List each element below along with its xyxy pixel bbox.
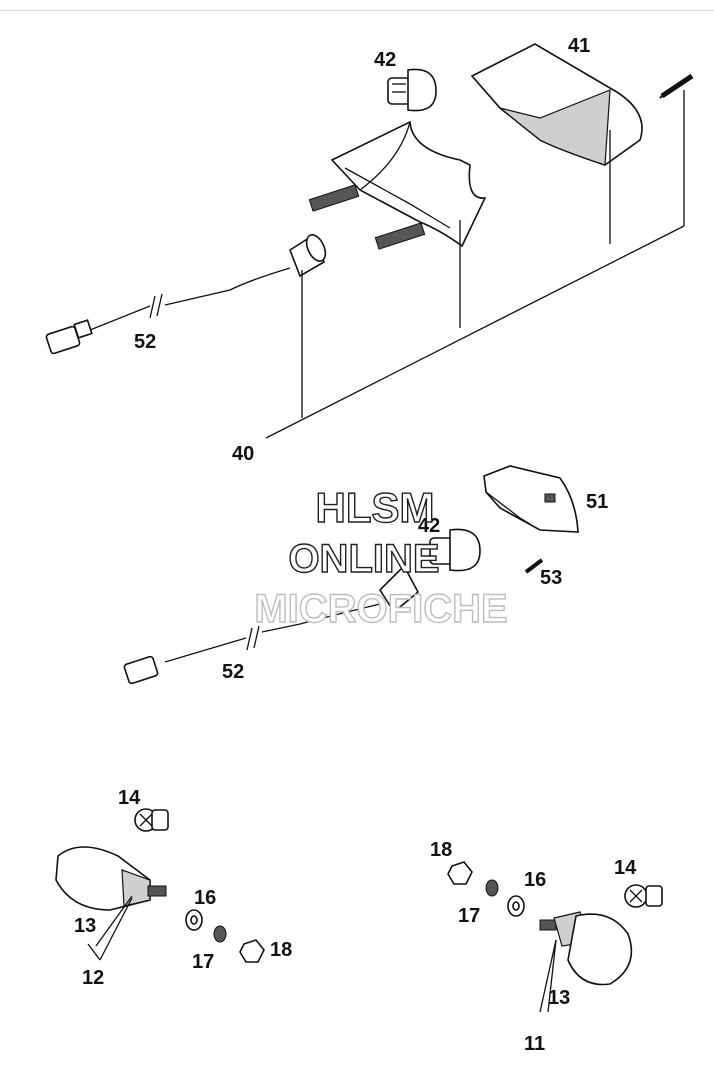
license-light-51: [483, 465, 579, 533]
label-13-left: 13: [74, 915, 96, 937]
bulb-14-left: [134, 808, 169, 832]
watermark-line-3: MICROFICHE: [254, 587, 507, 631]
washer-16-right: [507, 895, 525, 917]
label-14-right: 14: [614, 857, 637, 879]
nut-18-right: [447, 861, 473, 885]
watermark-line-2: ONLINE: [288, 537, 439, 581]
nut-18-left: [239, 939, 265, 963]
label-42-middle: 42: [418, 515, 440, 537]
turn-signal-12: [55, 846, 167, 961]
socket-cable-52-middle: [123, 564, 420, 685]
watermark-line-1: HLSM: [316, 484, 435, 531]
label-53: 53: [540, 567, 562, 589]
label-11: 11: [524, 1033, 545, 1055]
label-13-right: 13: [548, 987, 570, 1009]
label-16-left: 16: [194, 887, 216, 909]
label-16-right: 16: [524, 869, 546, 891]
label-17-left: 17: [192, 951, 214, 973]
screw-53: [524, 558, 544, 574]
screw-top: [659, 73, 694, 99]
leader-lines-40: [265, 90, 685, 439]
tail-light-housing: [308, 120, 487, 250]
label-51: 51: [586, 491, 608, 513]
label-18-right: 18: [430, 839, 452, 861]
top-rule: [0, 10, 714, 11]
lock-washer-17-left: [213, 925, 227, 943]
label-17-right: 17: [458, 905, 480, 927]
label-12: 12: [82, 967, 104, 989]
label-40: 40: [232, 443, 254, 465]
label-41: 41: [568, 35, 590, 57]
label-14-left: 14: [118, 787, 141, 809]
bulb-14-right: [624, 884, 663, 908]
bulb-42-middle: [429, 528, 481, 572]
lock-washer-17-right: [485, 879, 499, 897]
washer-16-left: [185, 909, 203, 931]
label-18-left: 18: [270, 939, 292, 961]
tail-light-lens-41: [470, 43, 643, 166]
label-42-top: 42: [374, 49, 396, 71]
label-52-top: 52: [134, 331, 156, 353]
turn-signal-11: [539, 911, 633, 1013]
socket-cable-52-top: [45, 234, 327, 355]
bulb-42-top: [387, 68, 437, 112]
label-52-middle: 52: [222, 661, 244, 683]
